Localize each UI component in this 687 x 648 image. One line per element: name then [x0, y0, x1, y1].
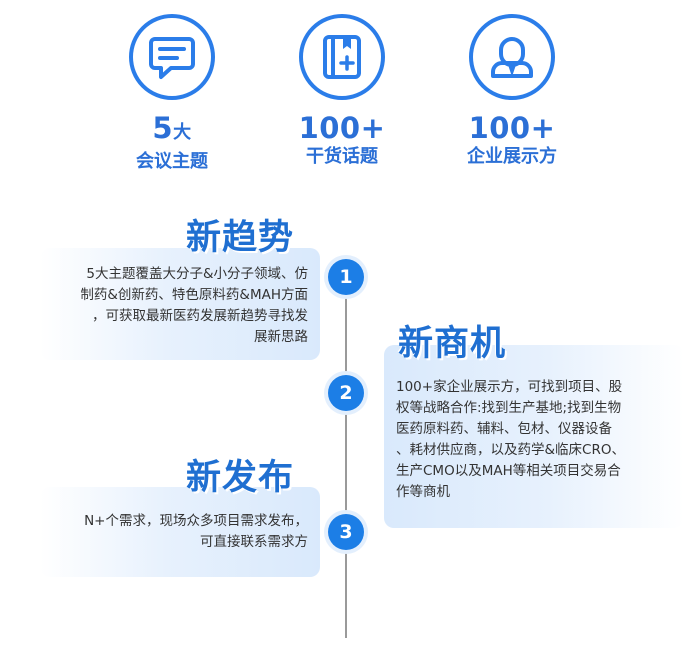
card-line: 作等商机 [396, 484, 450, 500]
timeline-card-releases: N+个需求，现场众多项目需求发布， 可直接联系需求方 [40, 487, 320, 577]
card-line: 权等战略合作:找到生产基地;找到生物 [396, 400, 622, 416]
chat-bubble-icon [129, 14, 215, 100]
stat-exhibitors: 100+ 企业展示方 [432, 14, 592, 168]
timeline-card-opportunities: 100+家企业展示方，可找到项目、股 权等战略合作:找到生产基地;找到生物 医药… [384, 345, 684, 528]
step-number-2: 2 [328, 375, 364, 411]
book-plus-icon [299, 14, 385, 100]
step-number-3: 3 [328, 514, 364, 550]
card-line: N+个需求，现场众多项目需求发布， [84, 513, 308, 529]
heading-releases: 新发布 [186, 458, 295, 498]
card-line: 医药原料药、辅料、包材、仪器设备 [396, 421, 612, 437]
card-line: 5大主题覆盖大分子&小分子领域、仿 [86, 266, 308, 282]
stat-suffix: 大 [173, 122, 192, 143]
card-line: 、耗材供应商，以及药学&临床CRO、 [396, 442, 625, 458]
card-line: 100+家企业展示方，可找到项目、股 [396, 379, 623, 395]
card-line: 生产CMO以及MAH等相关项目交易合 [396, 463, 621, 479]
stats-row: 5大 会议主题 100+ 干货话题 100+ 企业展示方 [0, 0, 687, 200]
card-line: 可直接联系需求方 [200, 534, 308, 550]
stat-topics: 5大 会议主题 [92, 14, 252, 173]
card-line: 展新思路 [254, 329, 308, 345]
user-icon [469, 14, 555, 100]
timeline-line [345, 262, 347, 638]
stat-value: 100+ [468, 111, 556, 145]
card-line: 制药&创新药、特色原料药&MAH方面 [80, 287, 308, 303]
timeline-card-trends: 5大主题覆盖大分子&小分子领域、仿 制药&创新药、特色原料药&MAH方面 ，可获… [40, 248, 320, 360]
stat-label: 干货话题 [306, 146, 378, 167]
stat-value: 5 [152, 111, 174, 145]
step-number-1: 1 [328, 259, 364, 295]
card-line: ，可获取最新医药发展新趋势寻找发 [92, 308, 308, 324]
stat-talks: 100+ 干货话题 [262, 14, 422, 168]
heading-trends: 新趋势 [186, 218, 295, 258]
stat-label: 会议主题 [136, 151, 208, 172]
heading-opportunities: 新商机 [398, 324, 507, 364]
stat-value: 100+ [298, 111, 386, 145]
stat-label: 企业展示方 [467, 146, 557, 167]
